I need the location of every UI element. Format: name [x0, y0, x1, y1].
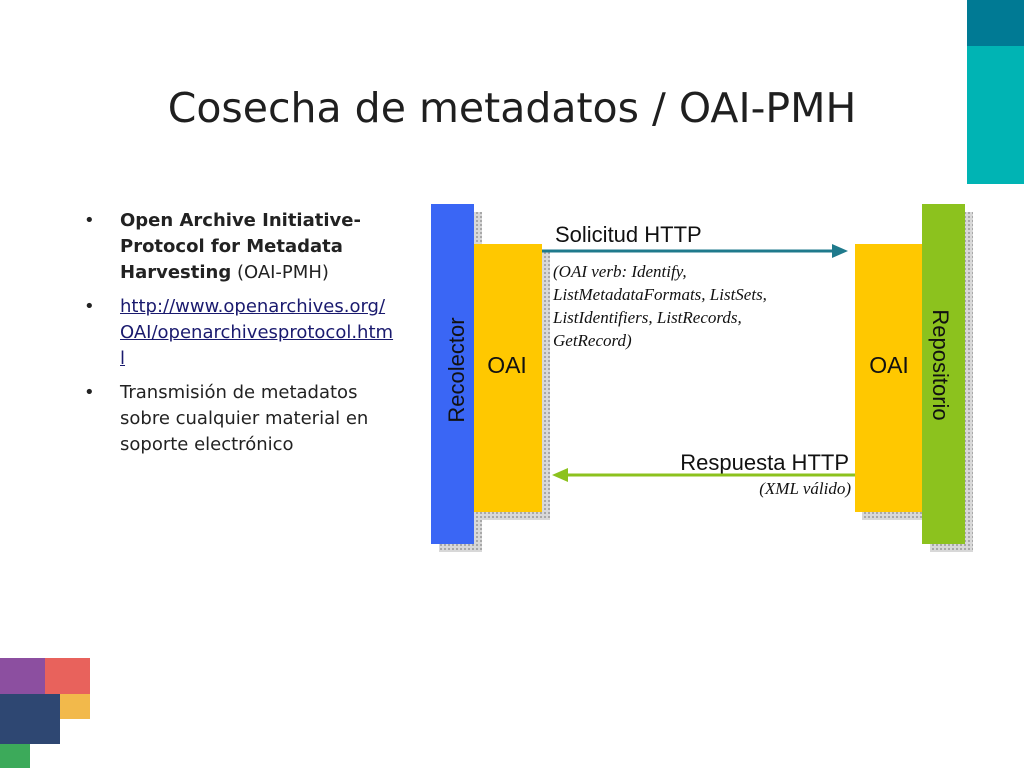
slide-title: Cosecha de metadatos / OAI-PMH: [167, 84, 857, 132]
request-detail-line-2: ListMetadataFormats, ListSets,: [552, 285, 767, 304]
corner-block-navy: [0, 694, 60, 744]
request-detail-line-3: ListIdentifiers, ListRecords,: [552, 308, 742, 327]
recolector-label: Recolector: [444, 317, 469, 422]
response-label: Respuesta HTTP: [680, 450, 849, 475]
bullet-item-link: http://www.openarchives.org/OAI/openarch…: [84, 294, 394, 372]
corner-block-dark-teal: [967, 0, 1024, 46]
corner-block-teal: [967, 46, 1024, 184]
repositorio-bar: [922, 204, 965, 544]
protocol-abbr: (OAI-PMH): [231, 262, 329, 283]
corner-block-green: [0, 744, 30, 768]
bullet-item-protocol: Open Archive Initiative-Protocol for Met…: [84, 208, 394, 286]
bullet-item-transmission: Transmisión de metadatos sobre cualquier…: [84, 380, 394, 458]
corner-block-purple: [0, 658, 45, 694]
left-oai-box: [474, 244, 542, 512]
protocol-name: Open Archive Initiative-Protocol for Met…: [120, 210, 361, 283]
request-detail-line-1: (OAI verb: Identify,: [553, 262, 687, 281]
openarchives-link[interactable]: http://www.openarchives.org/OAI/openarch…: [120, 296, 394, 369]
response-detail: (XML válido): [759, 479, 851, 498]
request-label: Solicitud HTTP: [555, 222, 702, 247]
bullet-list: Open Archive Initiative-Protocol for Met…: [84, 208, 394, 466]
right-oai-label: OAI: [869, 352, 909, 378]
left-oai-label: OAI: [487, 352, 527, 378]
right-oai-box: [855, 244, 923, 512]
arrow-right-icon: [832, 244, 848, 258]
request-detail-line-4: GetRecord): [553, 331, 632, 350]
repositorio-label: Repositorio: [928, 309, 953, 420]
corner-block-coral: [45, 658, 90, 694]
corner-block-orange: [60, 694, 90, 719]
transmission-text: Transmisión de metadatos sobre cualquier…: [120, 382, 369, 455]
recolector-bar: [431, 204, 474, 544]
arrow-left-icon: [552, 468, 568, 482]
